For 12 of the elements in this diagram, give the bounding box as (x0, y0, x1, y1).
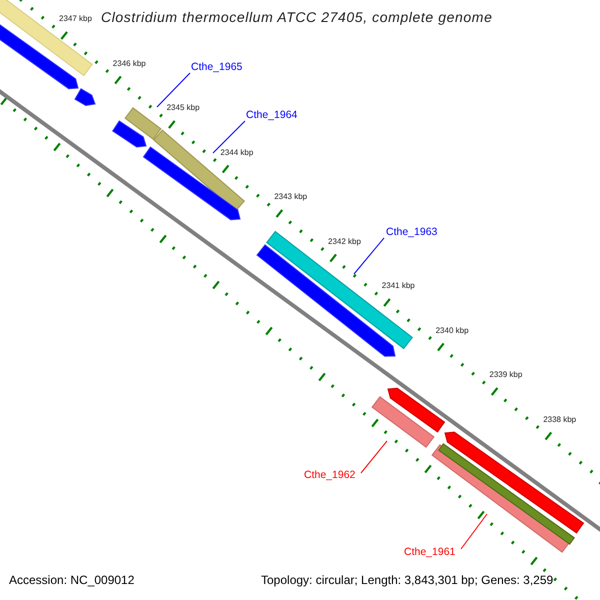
genome-stats-text: Topology: circular; Length: 3,843,301 bp; Genes: 3,259 (261, 574, 554, 588)
scale-label: 2346 kbp (112, 58, 146, 68)
scale-label: 2340 kbp (436, 326, 469, 335)
accession-text: Accession: NC_009012 (9, 574, 134, 588)
scale-label: 2338 kbp (543, 414, 576, 424)
scale-label: 2344 kbp (220, 148, 254, 157)
scale-label: 2339 kbp (489, 370, 522, 380)
scale-label: 2343 kbp (274, 192, 308, 202)
map-title: Clostridium thermocellum ATCC 27405, complete genome (101, 9, 492, 26)
scale-label: 2341 kbp (382, 281, 415, 290)
scale-label: 2347 kbp (59, 14, 92, 24)
scale-label: 2342 kbp (328, 236, 361, 246)
